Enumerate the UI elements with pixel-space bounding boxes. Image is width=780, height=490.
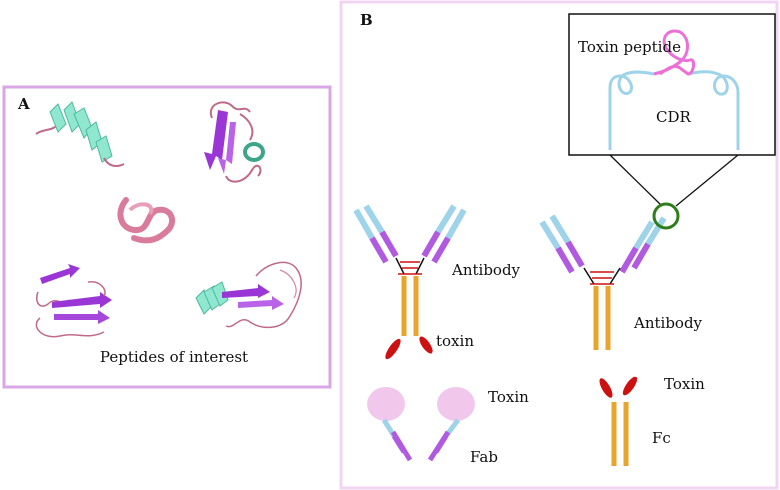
antibody-peptide-graft: Antibody [539, 202, 703, 350]
cdr-label: CDR [656, 108, 692, 126]
peptide-structure-loops [117, 197, 176, 244]
toxin-label-fab: Toxin [488, 388, 529, 406]
antibody-label-right: Antibody [633, 314, 703, 332]
cdr-loop-left [608, 70, 655, 150]
antibody-toxin-conjugate: Antibody toxin [353, 204, 521, 360]
panel-b-letter: B [360, 11, 373, 29]
peptide-structure-sheet-helix [204, 101, 265, 183]
panel-a-border [2, 85, 332, 389]
inset-connector-right [675, 154, 739, 207]
peptide-structure-sheet-bundle [35, 264, 112, 338]
peptide-structure-helix [35, 101, 125, 167]
fc-toxin-fusion: Toxin Fc [599, 375, 705, 466]
toxin-peptide-loop [653, 29, 696, 76]
peptides-caption: Peptides of interest [100, 348, 248, 366]
inset-connector-left [609, 154, 663, 207]
cdr-inset: Toxin peptide CDR [568, 13, 776, 156]
toxin-label-left: toxin [436, 332, 474, 350]
fc-label: Fc [652, 429, 671, 447]
fab-label: Fab [470, 448, 498, 466]
toxin-peptide-label: Toxin peptide [578, 38, 681, 56]
toxin-label-fc: Toxin [664, 375, 705, 393]
inset-border [568, 13, 776, 156]
cdr-marker-circle [652, 202, 680, 230]
antibody-label-left: Antibody [451, 261, 521, 279]
panel-a-letter: A [17, 95, 30, 113]
cdr-loop-right [687, 70, 740, 150]
fab-toxin-fusion: Toxin Fab [367, 387, 529, 466]
peptide-structure-mixed [195, 261, 302, 329]
panel-b-border [339, 0, 779, 490]
panel-a: A [2, 85, 332, 389]
panel-b: B Toxin peptide CDR [339, 0, 779, 490]
